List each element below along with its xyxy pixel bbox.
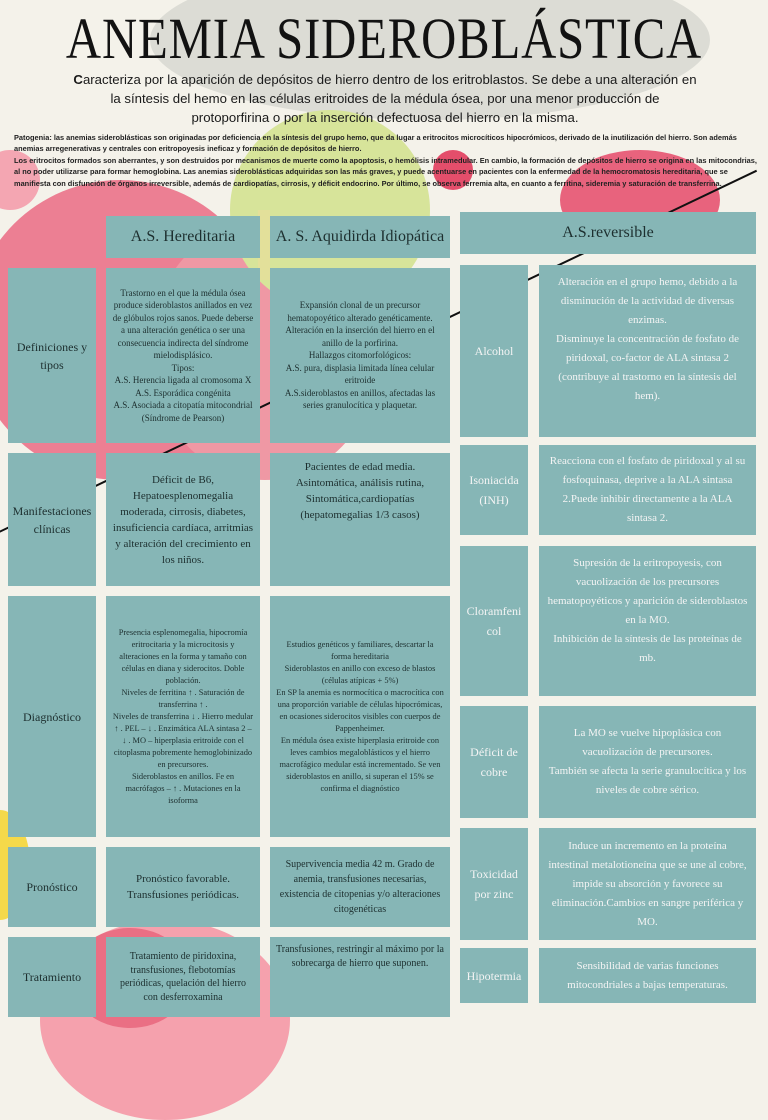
cell-hereditaria-pronostico: Pronóstico favorable. Transfusiones peri… <box>106 847 260 927</box>
reversible-text-zinc: Induce un incremento en la proteína inte… <box>539 828 756 940</box>
row-label-pronostico: Pronóstico <box>8 847 96 927</box>
reversible-text-hipotermia: Sensibilidad de varias funciones mitocon… <box>539 948 756 1003</box>
reversible-text-cloramfenicol: Supresión de la eritropoyesis, con vacuo… <box>539 546 756 696</box>
intro-paragraph: Caracteriza por la aparición de depósito… <box>70 70 700 127</box>
reversible-label-zinc: Toxicidad por zinc <box>460 828 528 940</box>
cell-adquirida-diagnostico: Estudios genéticos y familiares, descart… <box>270 596 450 837</box>
row-label-diagnostico: Diagnóstico <box>8 596 96 837</box>
cell-adquirida-pronostico: Supervivencia media 42 m. Grado de anemi… <box>270 847 450 927</box>
page-title: ANEMIA SIDEROBLÁSTICA <box>65 6 703 71</box>
reversible-label-cloramfenicol: Cloramfeni col <box>460 546 528 696</box>
row-label-tratamiento: Tratamiento <box>8 937 96 1017</box>
cell-hereditaria-tratamiento: Tratamiento de piridoxina, transfusiones… <box>106 937 260 1017</box>
header-reversible: A.S.reversible <box>460 212 756 254</box>
cell-adquirida-manifestaciones: Pacientes de edad media. Asintomática, a… <box>270 453 450 586</box>
reversible-label-alcohol: Alcohol <box>460 265 528 437</box>
header-adquirida: A. S. Aquidirda Idiopática <box>270 216 450 258</box>
decor-cross-horizontal <box>230 240 290 250</box>
row-label-definiciones: Definiciones y tipos <box>8 268 96 443</box>
cell-adquirida-tratamiento: Transfusiones, restringir al máximo por … <box>270 937 450 1017</box>
reversible-text-isoniacida: Reacciona con el fosfato de piridoxal y … <box>539 445 756 535</box>
reversible-label-hipotermia: Hipotermia <box>460 948 528 1003</box>
intro-drop-letter: C <box>73 72 83 87</box>
decor-red-dot <box>433 150 473 190</box>
header-hereditaria: A.S. Hereditaria <box>106 216 260 258</box>
cell-hereditaria-definiciones: Trastorno en el que la médula ósea produ… <box>106 268 260 443</box>
reversible-label-cobre: Déficit de cobre <box>460 706 528 818</box>
reversible-text-alcohol: Alteración en el grupo hemo, debido a la… <box>539 265 756 437</box>
cell-hereditaria-diagnostico: Presencia esplenomegalia, hipocromía eri… <box>106 596 260 837</box>
patogenia-paragraph: Patogenia: las anemias sideroblásticas s… <box>14 133 757 188</box>
cell-adquirida-definiciones: Expansión clonal de un precursor hematop… <box>270 268 450 443</box>
reversible-text-cobre: La MO se vuelve hipoplásica con vacuoliz… <box>539 706 756 818</box>
reversible-label-isoniacida: Isoniacida (INH) <box>460 445 528 535</box>
cell-hereditaria-manifestaciones: Déficit de B6, Hepatoesplenomegalia mode… <box>106 453 260 586</box>
row-label-manifestaciones: Manifestaciones clínicas <box>8 453 96 586</box>
intro-text: aracteriza por la aparición de depósitos… <box>82 72 697 125</box>
